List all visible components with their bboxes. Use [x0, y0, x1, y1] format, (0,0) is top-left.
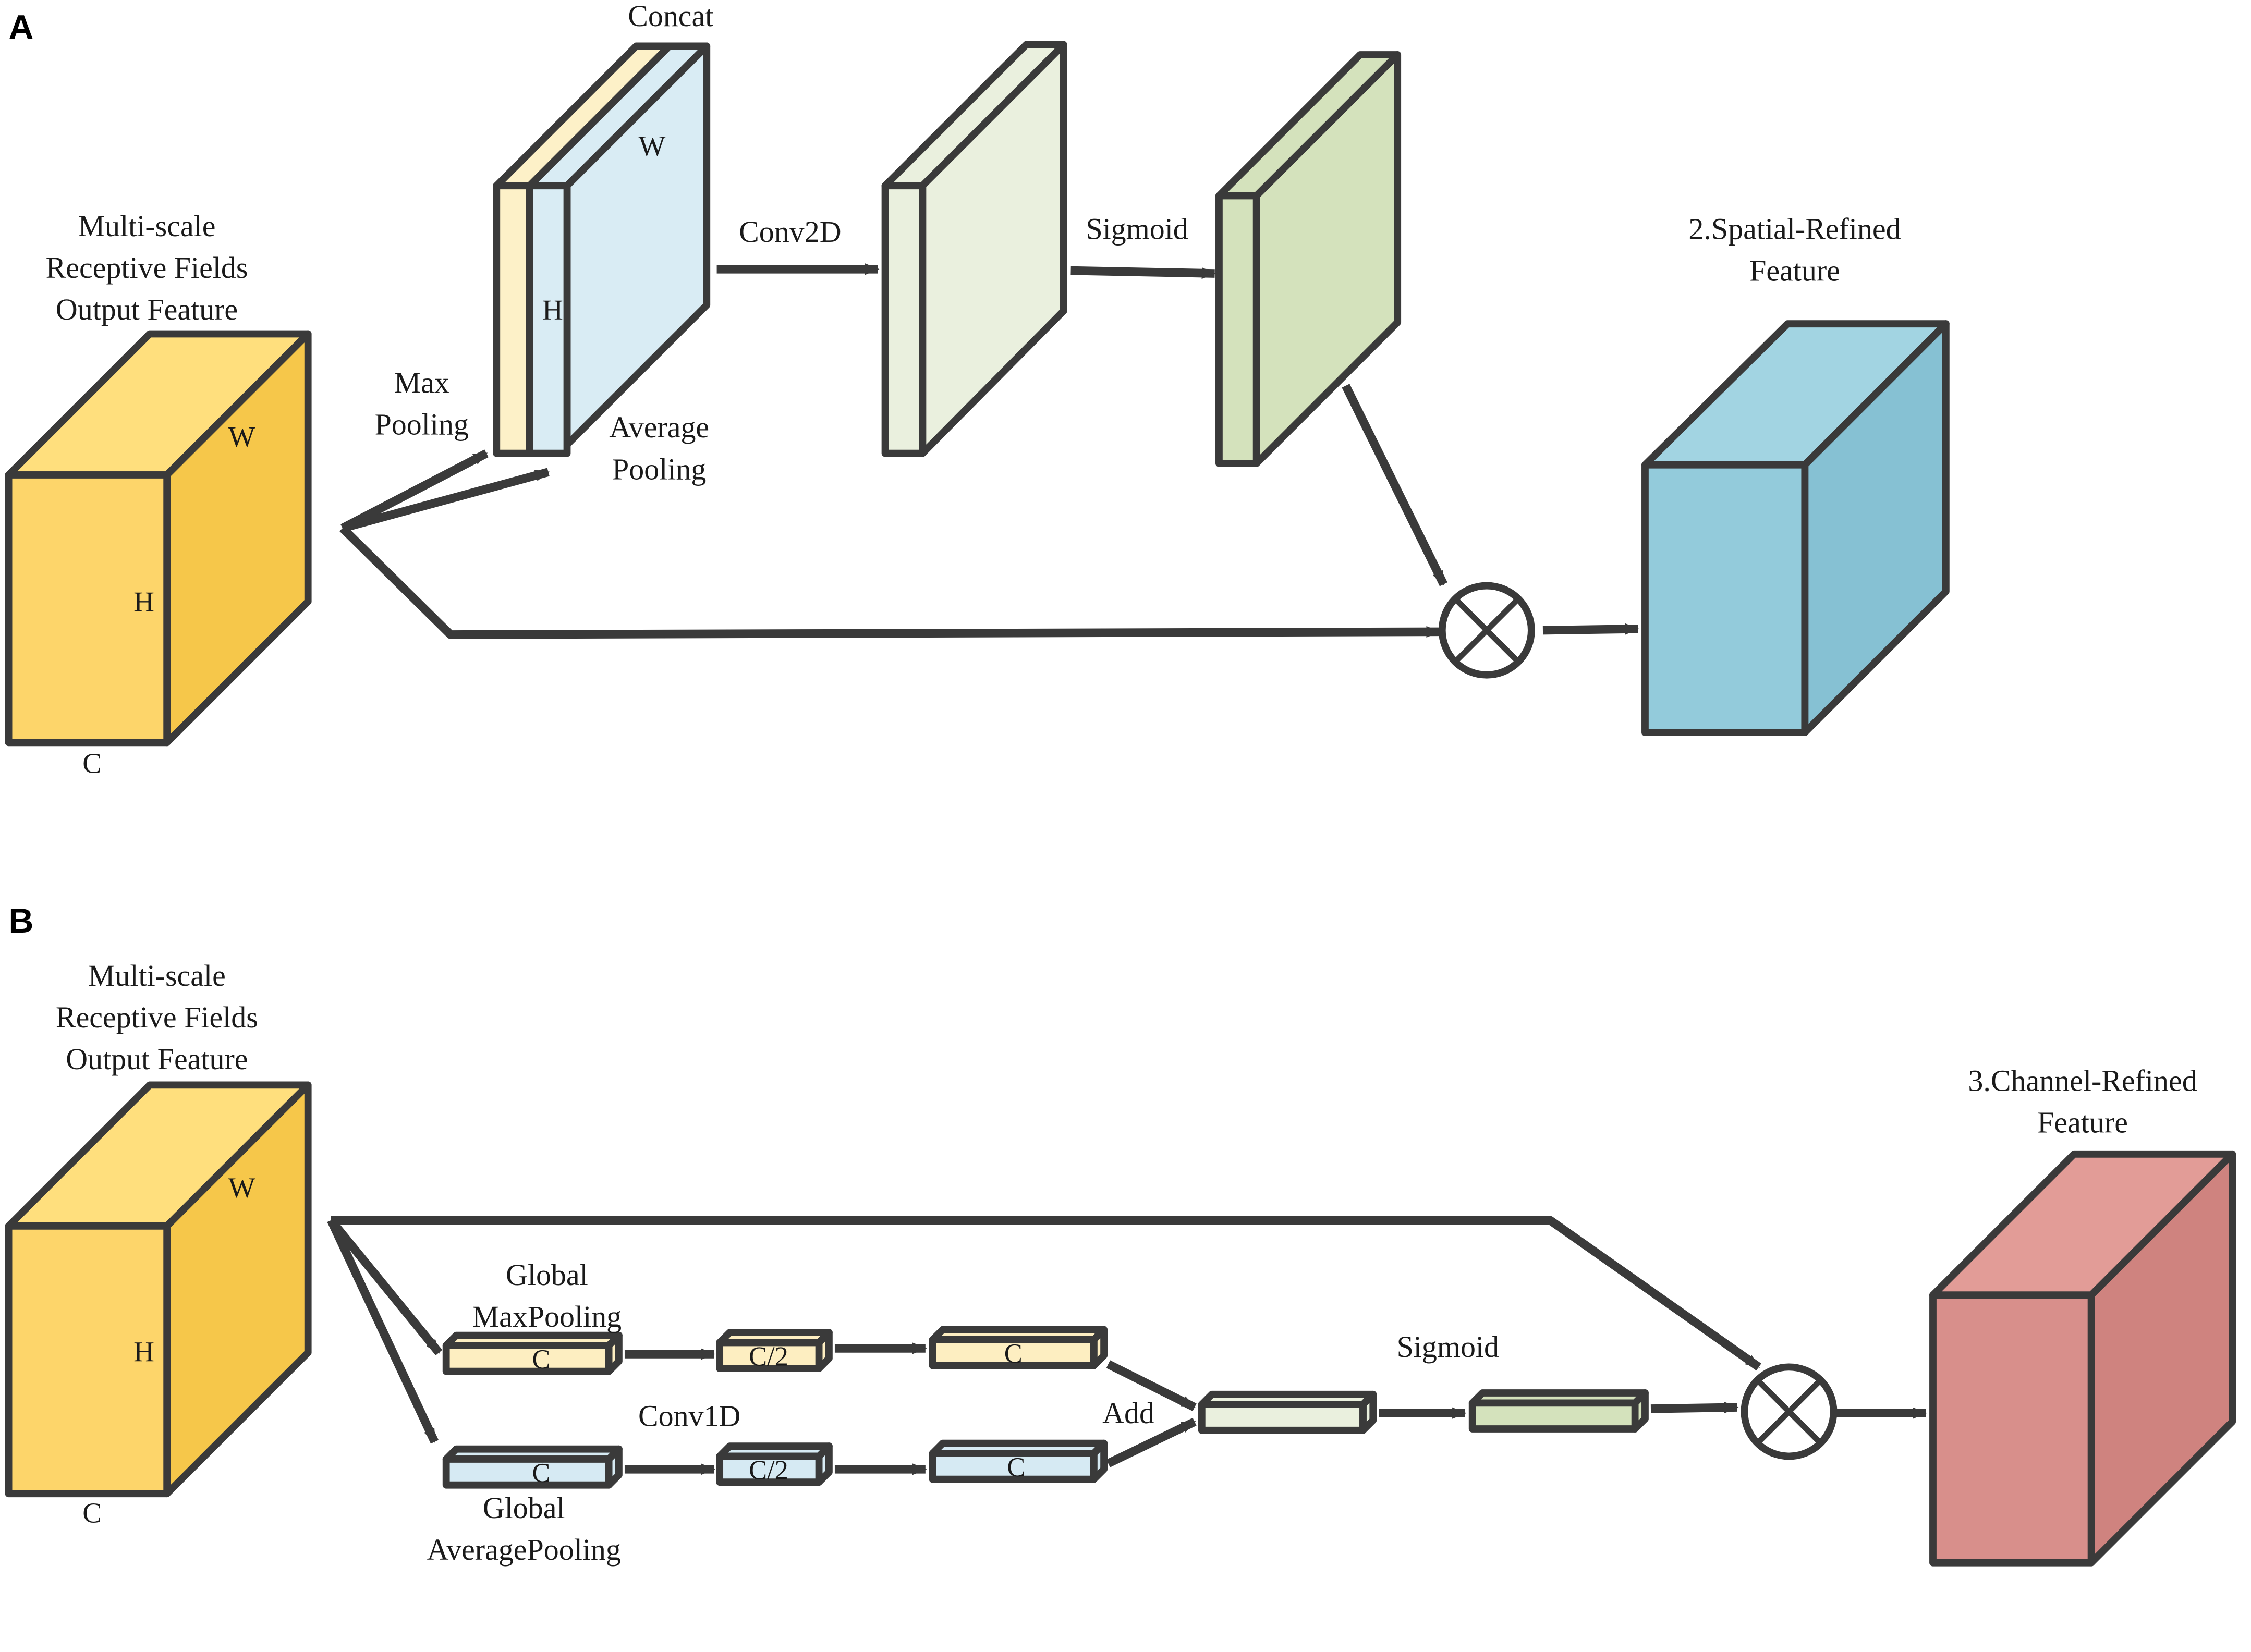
edge-input-to-avgpool: [341, 468, 550, 533]
sigmoid-label-a: Sigmoid: [1086, 212, 1188, 246]
edge-input-skip-b: [331, 1216, 1761, 1371]
input-title-b-line1: Multi-scale: [88, 959, 226, 993]
edge-avg-to-add: [1106, 1417, 1197, 1467]
input-title-b-line2: Receptive Fields: [56, 1000, 258, 1034]
avgpool-bar-c: [442, 1445, 623, 1489]
maxpool-conv-bar-c2: [716, 1329, 833, 1373]
global-maxpooling-label-line1: Global: [506, 1258, 588, 1292]
conv2d-output-slab: [881, 41, 1067, 457]
edge-input-to-global-maxpool: [327, 1217, 443, 1355]
panel-b-label: B: [9, 902, 34, 940]
spatial-cube-front: [1641, 461, 1809, 736]
multiply-circle-icon: [1741, 1363, 1838, 1460]
input-h-label-a: H: [133, 586, 154, 618]
sigmoid-slab-front: [1215, 192, 1260, 467]
concat-slabs: [493, 42, 711, 457]
cube-a-front: [5, 471, 171, 747]
spatial-output-title-line1: 2.Spatial-Refined: [1688, 212, 1901, 246]
average-pooling-label-line2: Pooling: [612, 452, 706, 486]
edge-max-to-add: [1106, 1360, 1197, 1412]
input-w-label-b: W: [228, 1172, 255, 1204]
edge-conv2d-to-sigmoid: [1070, 266, 1216, 279]
max-pooling-label-line1: Max: [394, 366, 449, 400]
global-averagepooling-label-line1: Global: [483, 1491, 565, 1525]
edge-multiply-to-output-a: [1542, 623, 1639, 635]
input-title-a-line2: Receptive Fields: [46, 251, 248, 285]
edge-input-to-global-avgpool: [327, 1218, 439, 1444]
channel-output-title-line1: 3.Channel-Refined: [1968, 1063, 2197, 1097]
input-title-a-line3: Output Feature: [56, 292, 238, 326]
input-h-label-b: H: [133, 1336, 154, 1367]
channel-refined-feature-cube: [1929, 1150, 2236, 1567]
maxpool-bar-c2-label: C/2: [749, 1342, 788, 1372]
maxpool-bar-c: [442, 1331, 623, 1375]
max-pooling-label-line2: Pooling: [375, 408, 469, 442]
input-title-b-line3: Output Feature: [66, 1042, 248, 1076]
channel-output-title-line2: Feature: [2037, 1105, 2128, 1139]
maxpool-conv-bar-c-label: C: [1004, 1339, 1023, 1369]
edge-input-to-maxpool: [340, 449, 489, 532]
avgpool-conv-bar-c-label: C: [1007, 1452, 1025, 1483]
conv1d-label: Conv1D: [638, 1399, 740, 1433]
edge-sigmoid-to-multiply-b: [1650, 1402, 1739, 1414]
global-averagepooling-label-line2: AveragePooling: [427, 1533, 621, 1567]
concat-w-label: W: [638, 130, 665, 162]
avgpool-bar-c-label: C: [532, 1458, 550, 1488]
add-label: Add: [1102, 1396, 1154, 1430]
concat-h-label: H: [542, 294, 563, 326]
concat-label: Concat: [628, 0, 713, 33]
concat-yellow-front: [493, 182, 533, 457]
edge-input-skip-a: [339, 525, 1441, 639]
avgpool-bar-c2-label: C/2: [749, 1455, 788, 1486]
conv2d-slab-front: [881, 182, 927, 457]
average-pooling-label-line1: Average: [609, 410, 709, 444]
edge-sigmoid-to-multiply-a: [1342, 384, 1447, 586]
global-maxpooling-label-line2: MaxPooling: [472, 1300, 622, 1333]
avgpool-conv-bar-c2: [716, 1442, 833, 1486]
cube-b-front: [5, 1222, 171, 1498]
maxpool-conv-bar-c: [929, 1326, 1108, 1369]
panel-b: B Multi-scale Receptive Fields Output Fe…: [5, 902, 2236, 1567]
input-w-label-a: W: [228, 421, 255, 452]
concat-blue-front: [526, 182, 571, 457]
avgpool-conv-bar-c: [929, 1439, 1108, 1483]
channel-cube-front: [1929, 1291, 2095, 1567]
input-feature-cube-b: [5, 1081, 312, 1498]
panel-a-label: A: [9, 8, 34, 47]
sigmoid-label-b: Sigmoid: [1397, 1330, 1499, 1364]
spatial-refined-feature-cube: [1641, 320, 1950, 736]
sigmoid-output-slab-a: [1215, 51, 1402, 467]
input-c-label-b: C: [82, 1497, 102, 1528]
multiply-circle-icon: [1438, 582, 1535, 679]
sigmoid-output-bar: [1468, 1389, 1649, 1433]
panel-a: A Multi-scale Receptive Fields Output Fe…: [5, 0, 1950, 779]
maxpool-bar-c-label: C: [532, 1344, 550, 1375]
input-title-a-line1: Multi-scale: [78, 209, 216, 243]
conv2d-label: Conv2D: [739, 215, 841, 249]
spatial-output-title-line2: Feature: [1749, 253, 1840, 287]
input-c-label-a: C: [82, 747, 102, 779]
add-output-bar: [1198, 1390, 1377, 1434]
input-feature-cube-a: [5, 330, 312, 747]
